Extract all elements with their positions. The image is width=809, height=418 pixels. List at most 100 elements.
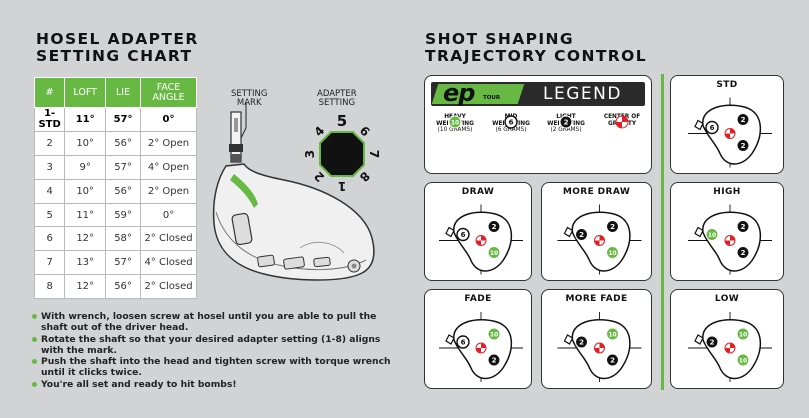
setting-number: 3 (33, 154, 66, 180)
weight-value: 6 (509, 119, 514, 127)
weight-6g-icon: 6 (456, 227, 470, 242)
shot-card-label: LOW (714, 294, 740, 304)
loft-value: 10° (64, 130, 107, 156)
shot-card-label: FADE (464, 294, 492, 304)
shot-shaping-title: SHOT SHAPING TRAJECTORY CONTROL (425, 31, 647, 65)
weight-2g-icon: 2 (574, 227, 589, 242)
face-angle-value: 4° Closed (140, 250, 197, 276)
weight-value: 6 (710, 124, 715, 132)
loft-value: 12° (64, 274, 107, 300)
loft-value: 11° (64, 202, 107, 228)
loft-value: 12° (64, 226, 107, 252)
instruction-2: Rotate the shaft so that your desired ad… (32, 334, 394, 357)
legend-heading: LEGEND (543, 84, 622, 104)
lie-value: 58° (105, 226, 142, 252)
shot-card-high: HIGH 2 10 2 (670, 182, 784, 281)
driver-head-illustration (212, 102, 375, 281)
legend-item-2: 6MID WEIGHTING(6 GRAMS) (483, 114, 539, 134)
dial-number-3: 3 (303, 150, 317, 158)
weight-value: 2 (492, 223, 497, 231)
weight-10g-icon: 10 (736, 353, 750, 367)
ep-logo-sub: TOUR (483, 95, 501, 101)
weight-value: 2 (579, 339, 584, 347)
center-of-gravity-icon (615, 115, 629, 129)
weight-2g-icon: 2 (736, 138, 750, 153)
weight-10g-icon: 10 (448, 115, 462, 129)
setting-mark-label: SETTING MARK (231, 89, 268, 108)
weight-value: 2 (741, 249, 746, 257)
head-diagram: 2 2 10 (557, 204, 642, 275)
weight-10g-icon: 10 (705, 227, 719, 242)
legend-symbol: 6 (504, 115, 518, 129)
lie-value: 57° (105, 154, 142, 180)
weight-value: 10 (490, 250, 498, 257)
head-diagram: 10 2 10 (688, 312, 772, 382)
weight-2g-icon: 2 (605, 219, 620, 234)
dial-number-1: 1 (338, 179, 346, 193)
lie-value: 56° (105, 130, 142, 156)
face-angle-value: 0° (140, 107, 197, 132)
setting-number: 8 (33, 274, 66, 300)
lie-value: 56° (105, 274, 142, 300)
weight-10g-icon: 10 (736, 327, 750, 341)
shot-card-label: HIGH (713, 187, 741, 197)
face-angle-value: 2° Closed (140, 226, 197, 252)
weight-value: 10 (490, 332, 498, 339)
weight-value: 2 (610, 223, 615, 231)
head-body (212, 163, 375, 281)
head-diagram: 10 2 2 (557, 312, 642, 382)
weight-2g-icon: 2 (487, 353, 501, 367)
weight-value: 2 (741, 116, 746, 124)
hosel-title-line2: SETTING CHART (36, 47, 193, 65)
shot-title-line2: TRAJECTORY CONTROL (425, 47, 647, 65)
hosel-title-line1: HOSEL ADAPTER (36, 30, 199, 48)
legend-sub: (6 GRAMS) (495, 127, 527, 133)
weight-6g-icon: 6 (456, 335, 470, 349)
center-of-gravity-icon (475, 235, 487, 246)
setting-number: 4 (33, 178, 66, 204)
divider-line (661, 74, 664, 390)
instruction-1: With wrench, loosen screw at hosel until… (32, 311, 394, 334)
center-of-gravity-icon (475, 342, 487, 354)
adapter-setting-label: ADAPTER SETTING (317, 89, 357, 108)
weight-value: 10 (739, 358, 747, 365)
legend-symbol (615, 115, 629, 129)
legend-item-4: CENTER OF GRAVITY (594, 114, 650, 129)
shot-card-draw: DRAW 2 6 10 (424, 182, 532, 281)
head-diagram: 10 6 2 (439, 312, 523, 382)
weight-value: 2 (710, 339, 715, 347)
weight-10g-icon: 10 (487, 327, 501, 341)
col-header-lie: LIE (105, 77, 142, 108)
weight-10g-icon: 10 (605, 245, 620, 260)
face-angle-value: 2° Closed (140, 274, 197, 300)
setting-number: 5 (33, 202, 66, 228)
weight-6g-icon: 6 (705, 120, 719, 135)
shot-card-label: STD (716, 80, 738, 90)
weight-2g-icon: 2 (705, 335, 719, 349)
weight-value: 2 (741, 142, 746, 150)
face-angle-value: 0° (140, 202, 197, 228)
weight-10g-icon: 10 (605, 327, 620, 341)
lie-value: 57° (105, 107, 142, 132)
col-header-face-angle: FACE ANGLE (140, 77, 197, 108)
legend-item-1: 10HEAVY WEIGHTING(10 GRAMS) (427, 114, 483, 134)
dial-number-5: 5 (337, 112, 347, 130)
loft-value: 10° (64, 178, 107, 204)
shot-card-label: DRAW (461, 187, 495, 197)
weight-2g-icon: 2 (736, 219, 750, 234)
weight-2g-icon: 2 (574, 335, 589, 349)
weight-2g-icon: 2 (487, 219, 501, 234)
center-of-gravity-icon (724, 128, 736, 139)
weight-value: 2 (610, 357, 615, 365)
ep-logo: ep (443, 79, 475, 107)
instruction-4: You're all set and ready to hit bombs! (32, 379, 394, 390)
shot-card-low: LOW 10 2 10 (670, 289, 784, 389)
